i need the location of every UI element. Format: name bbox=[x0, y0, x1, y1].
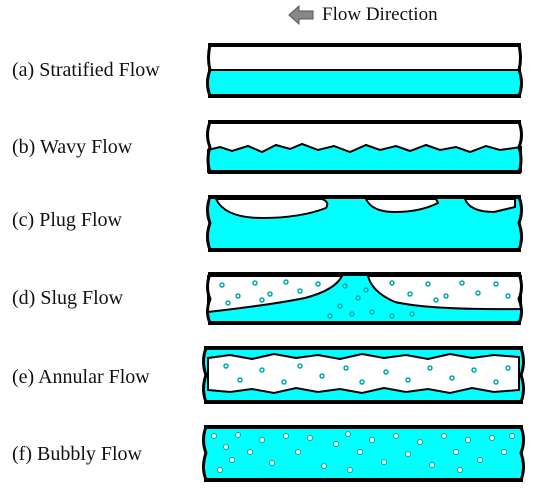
pipe-stratified bbox=[206, 43, 523, 98]
arrow-left-icon bbox=[288, 5, 314, 25]
pipe-end-left bbox=[206, 121, 212, 173]
pipe-end-right bbox=[519, 426, 525, 481]
pipe-end-right bbox=[517, 196, 523, 251]
bubbles bbox=[211, 431, 515, 473]
liquid-layer bbox=[208, 70, 521, 96]
pipe-annular bbox=[202, 346, 525, 404]
regime-label-stratified: (a) Stratified Flow bbox=[12, 59, 160, 81]
liquid-wave bbox=[207, 142, 522, 173]
gas-pocket bbox=[366, 275, 522, 311]
pipe-slug bbox=[206, 272, 523, 325]
gas-pocket bbox=[207, 275, 344, 314]
regime-label-wavy: (b) Wavy Flow bbox=[12, 136, 133, 158]
flow-direction-label: Flow Direction bbox=[322, 4, 438, 25]
regime-label-plug: (c) Plug Flow bbox=[12, 209, 122, 231]
pipe-end-right bbox=[517, 44, 523, 97]
pipe-bubbly bbox=[202, 425, 525, 482]
pipe-end-left bbox=[206, 273, 212, 324]
droplets bbox=[223, 363, 511, 385]
bubbles bbox=[219, 279, 511, 319]
gas-plug bbox=[463, 198, 516, 214]
pipe-end-left bbox=[202, 426, 208, 481]
pipe-end-left bbox=[202, 347, 208, 403]
pipe-end-right bbox=[517, 121, 523, 173]
gas-core bbox=[207, 352, 520, 395]
gas-plug bbox=[214, 198, 329, 220]
flow-direction-legend: Flow Direction bbox=[288, 4, 438, 26]
regime-label-slug: (d) Slug Flow bbox=[12, 287, 124, 309]
pipe-plug bbox=[206, 195, 523, 252]
liquid-body bbox=[204, 427, 523, 480]
pipe-end-left bbox=[206, 196, 212, 251]
regime-label-annular: (e) Annular Flow bbox=[12, 366, 150, 388]
pipe-end-left bbox=[206, 44, 212, 97]
regime-label-bubbly: (f) Bubbly Flow bbox=[12, 443, 142, 465]
gas-plug bbox=[364, 198, 440, 214]
gas-layer bbox=[208, 45, 521, 70]
pipe-end-right bbox=[519, 347, 525, 403]
pipe-end-right bbox=[517, 273, 523, 324]
pipe-wavy bbox=[206, 120, 523, 174]
